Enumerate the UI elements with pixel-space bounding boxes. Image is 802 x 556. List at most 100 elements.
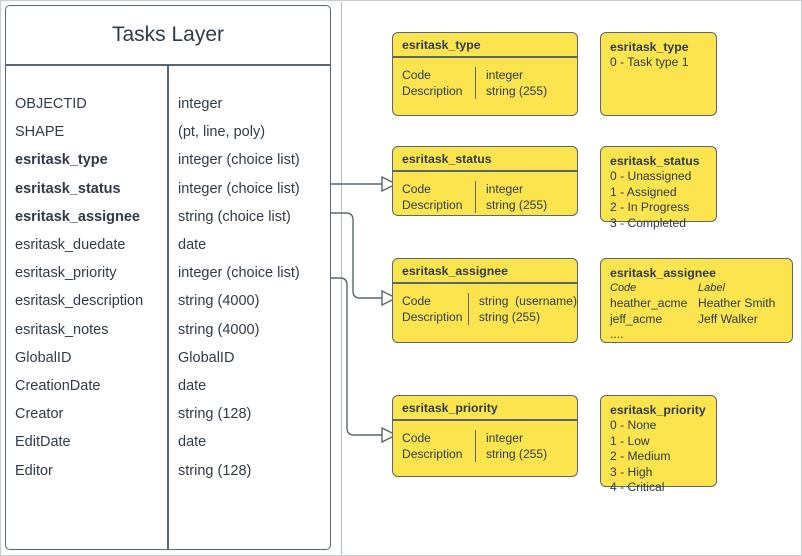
field-type: (pt, line, poly) [178,124,266,141]
field-name: OBJECTID [15,96,87,113]
value-list-title: esritask_type [610,40,689,54]
table-row[interactable]: esritask_description string (4000) [6,287,330,315]
field-type: integer (choice list) [178,265,300,282]
value-list-item: 2 - Medium [610,449,671,464]
value-list-item: 0 - None [610,418,657,432]
domain-type-description: string (255) [486,446,548,461]
panel-divider [341,2,342,555]
domain-field-description: Description [402,83,463,98]
domain-table-rule [393,419,577,421]
domain-table-rule [393,170,577,172]
value-list-item: 3 - High [610,464,653,479]
domain-right-column: integer string (255) [475,180,577,213]
list-item: jeff_acme Jeff Walker [610,312,784,328]
field-name: esritask_type [15,152,108,169]
value-code: .... [610,327,624,342]
table-row[interactable]: esritask_status integer (choice list) [6,175,330,203]
table-row[interactable]: SHAPE (pt, line, poly) [6,118,330,146]
field-type: integer [178,96,223,113]
domain-field-code: Code [402,430,431,445]
domain-table-esritask-priority[interactable]: esritask_priority Code Description integ… [392,395,578,477]
value-list-esritask-type[interactable]: esritask_type 0 - Task type 1 [600,32,717,116]
value-list-header-label: Label [698,282,725,294]
domain-table-body: Code Description integer string (255) [393,421,577,462]
field-name: esritask_notes [15,321,109,338]
table-row[interactable]: esritask_priority integer (choice list) [6,259,330,287]
table-row[interactable]: CreationDate date [6,372,330,400]
domain-right-column: integer string (255) [475,429,577,462]
domain-table-body: Code Description string (username) strin… [393,284,577,325]
value-list-title: esritask_status [610,154,700,168]
domain-type-description: string (255) [486,197,548,212]
value-list-item: 2 - In Progress [610,200,690,215]
domain-table-title: esritask_priority [402,401,498,415]
table-row[interactable]: OBJECTID integer [6,90,330,118]
table-row[interactable]: esritask_type integer (choice list) [6,146,330,174]
table-row[interactable]: GlobalID GlobalID [6,344,330,372]
field-type: date [178,434,207,451]
value-list-title: esritask_priority [610,403,706,417]
list-item: heather_acme Heather Smith [610,296,784,312]
domain-type-code: integer [486,181,523,196]
value-list-item: 1 - Assigned [610,184,677,199]
field-name: esritask_duedate [15,237,126,254]
field-name: GlobalID [15,349,72,366]
domain-field-description: Description [402,197,463,212]
page-title: Tasks Layer [111,23,225,46]
domain-field-code: Code [402,67,431,82]
value-list-item: 3 - Completed [610,215,686,230]
field-type: GlobalID [178,349,235,366]
value-code: heather_acme [610,296,688,310]
field-name: SHAPE [15,124,65,141]
domain-type-code: string (username) [478,293,577,308]
domain-table-title: esritask_assignee [402,264,508,278]
table-row[interactable]: esritask_assignee string (choice list) [6,203,330,231]
value-list-esritask-priority[interactable]: esritask_priority 0 - None 1 - Low 2 - M… [600,395,717,494]
value-list-esritask-assignee[interactable]: esritask_assignee Code Label heather_acm… [600,258,793,343]
domain-left-column: Code Description [393,181,475,213]
field-type: integer (choice list) [178,180,300,197]
field-type: date [178,377,207,394]
domain-type-description: string (255) [478,309,541,324]
field-name: EditDate [15,434,71,451]
table-row[interactable]: esritask_notes string (4000) [6,316,330,344]
connector-assignee [331,212,382,299]
domain-field-description: Description [402,309,463,324]
domain-table-rule [393,282,577,284]
domain-left-column: Code Description [393,293,468,325]
value-list-header-code: Code [610,282,637,294]
value-list-esritask-status[interactable]: esritask_status 0 - Unassigned 1 - Assig… [600,146,717,230]
connector-priority [331,277,382,436]
domain-left-column: Code Description [393,430,475,462]
field-type: string (128) [178,406,252,423]
value-code: jeff_acme [610,311,663,326]
table-column-divider [167,64,169,549]
value-list-item: 0 - Task type 1 [610,55,689,69]
domain-table-title: esritask_type [402,38,481,52]
domain-field-code: Code [402,293,431,308]
domain-table-rule [393,56,577,58]
field-type: string (choice list) [178,208,291,225]
value-list-item: 0 - Unassigned [610,169,692,183]
domain-right-column: string (username) string (255) [467,292,577,325]
field-type: integer (choice list) [178,152,300,169]
domain-table-esritask-assignee[interactable]: esritask_assignee Code Description strin… [392,258,578,343]
table-row[interactable]: Creator string (128) [6,400,330,428]
tasks-layer-table[interactable]: Tasks Layer OBJECTID integer SHAPE (pt, … [5,5,331,550]
field-name: esritask_description [15,293,144,310]
field-name: esritask_assignee [15,208,140,225]
field-type: string (4000) [178,321,260,338]
value-list-title: esritask_assignee [610,266,716,280]
table-row[interactable]: esritask_duedate date [6,231,330,259]
domain-table-esritask-type[interactable]: esritask_type Code Description integer s… [392,32,578,116]
domain-table-esritask-status[interactable]: esritask_status Code Description integer… [392,146,578,216]
table-row[interactable]: EditDate date [6,428,330,456]
field-type: date [178,237,207,254]
value-label: Heather Smith [698,296,776,310]
domain-type-code: integer [486,67,523,82]
table-row[interactable]: Editor string (128) [6,456,330,484]
domain-field-code: Code [402,181,431,196]
domain-field-description: Description [402,446,463,461]
field-name: CreationDate [15,377,101,394]
field-type: string (128) [178,462,252,479]
